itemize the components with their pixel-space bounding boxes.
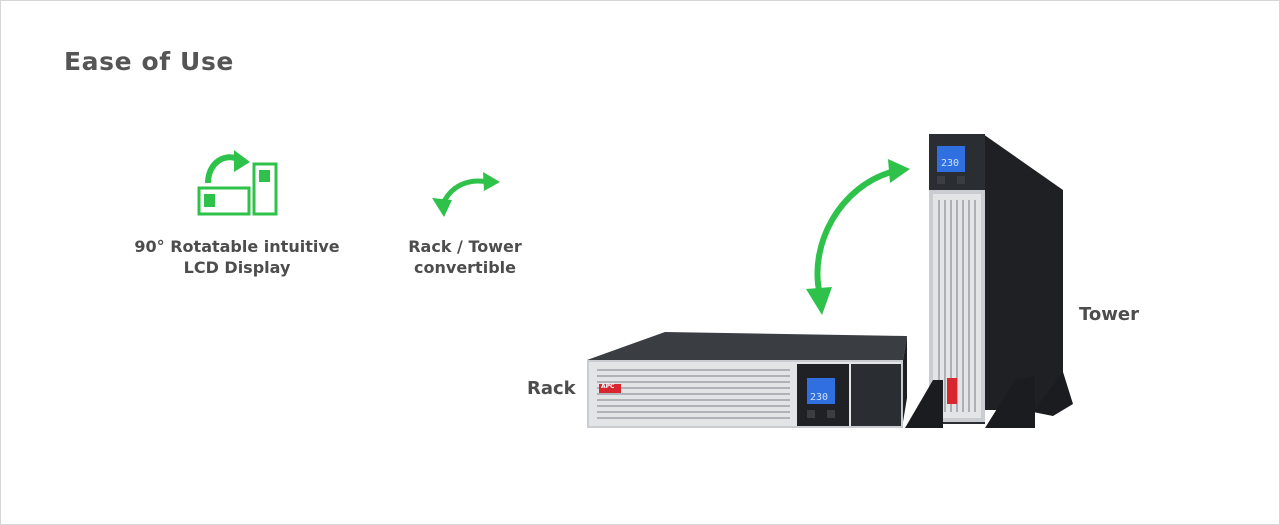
feature-line: LCD Display [183,258,291,277]
page-title: Ease of Use [64,47,234,76]
rack-label: Rack [527,378,576,399]
feature-label-convertible: Rack / Tower convertible [345,236,585,278]
tower-ups-image [905,134,1073,428]
tower-label: Tower [1079,304,1139,325]
feature-line: Rack / Tower [408,237,522,256]
tower-lcd-reading: 230 [941,158,960,169]
rack-brand-badge: APC [601,383,615,390]
rack-ups-image [587,332,907,428]
feature-line: 90° Rotatable intuitive [134,237,340,256]
rotatable-display-icon [197,150,278,216]
feature-line: convertible [414,258,516,277]
rack-lcd-reading: 230 [810,392,829,403]
feature-label-rotatable: 90° Rotatable intuitive LCD Display [117,236,357,278]
rack-tower-arrow-icon [432,172,500,217]
rotate-arrow-icon [806,159,910,315]
